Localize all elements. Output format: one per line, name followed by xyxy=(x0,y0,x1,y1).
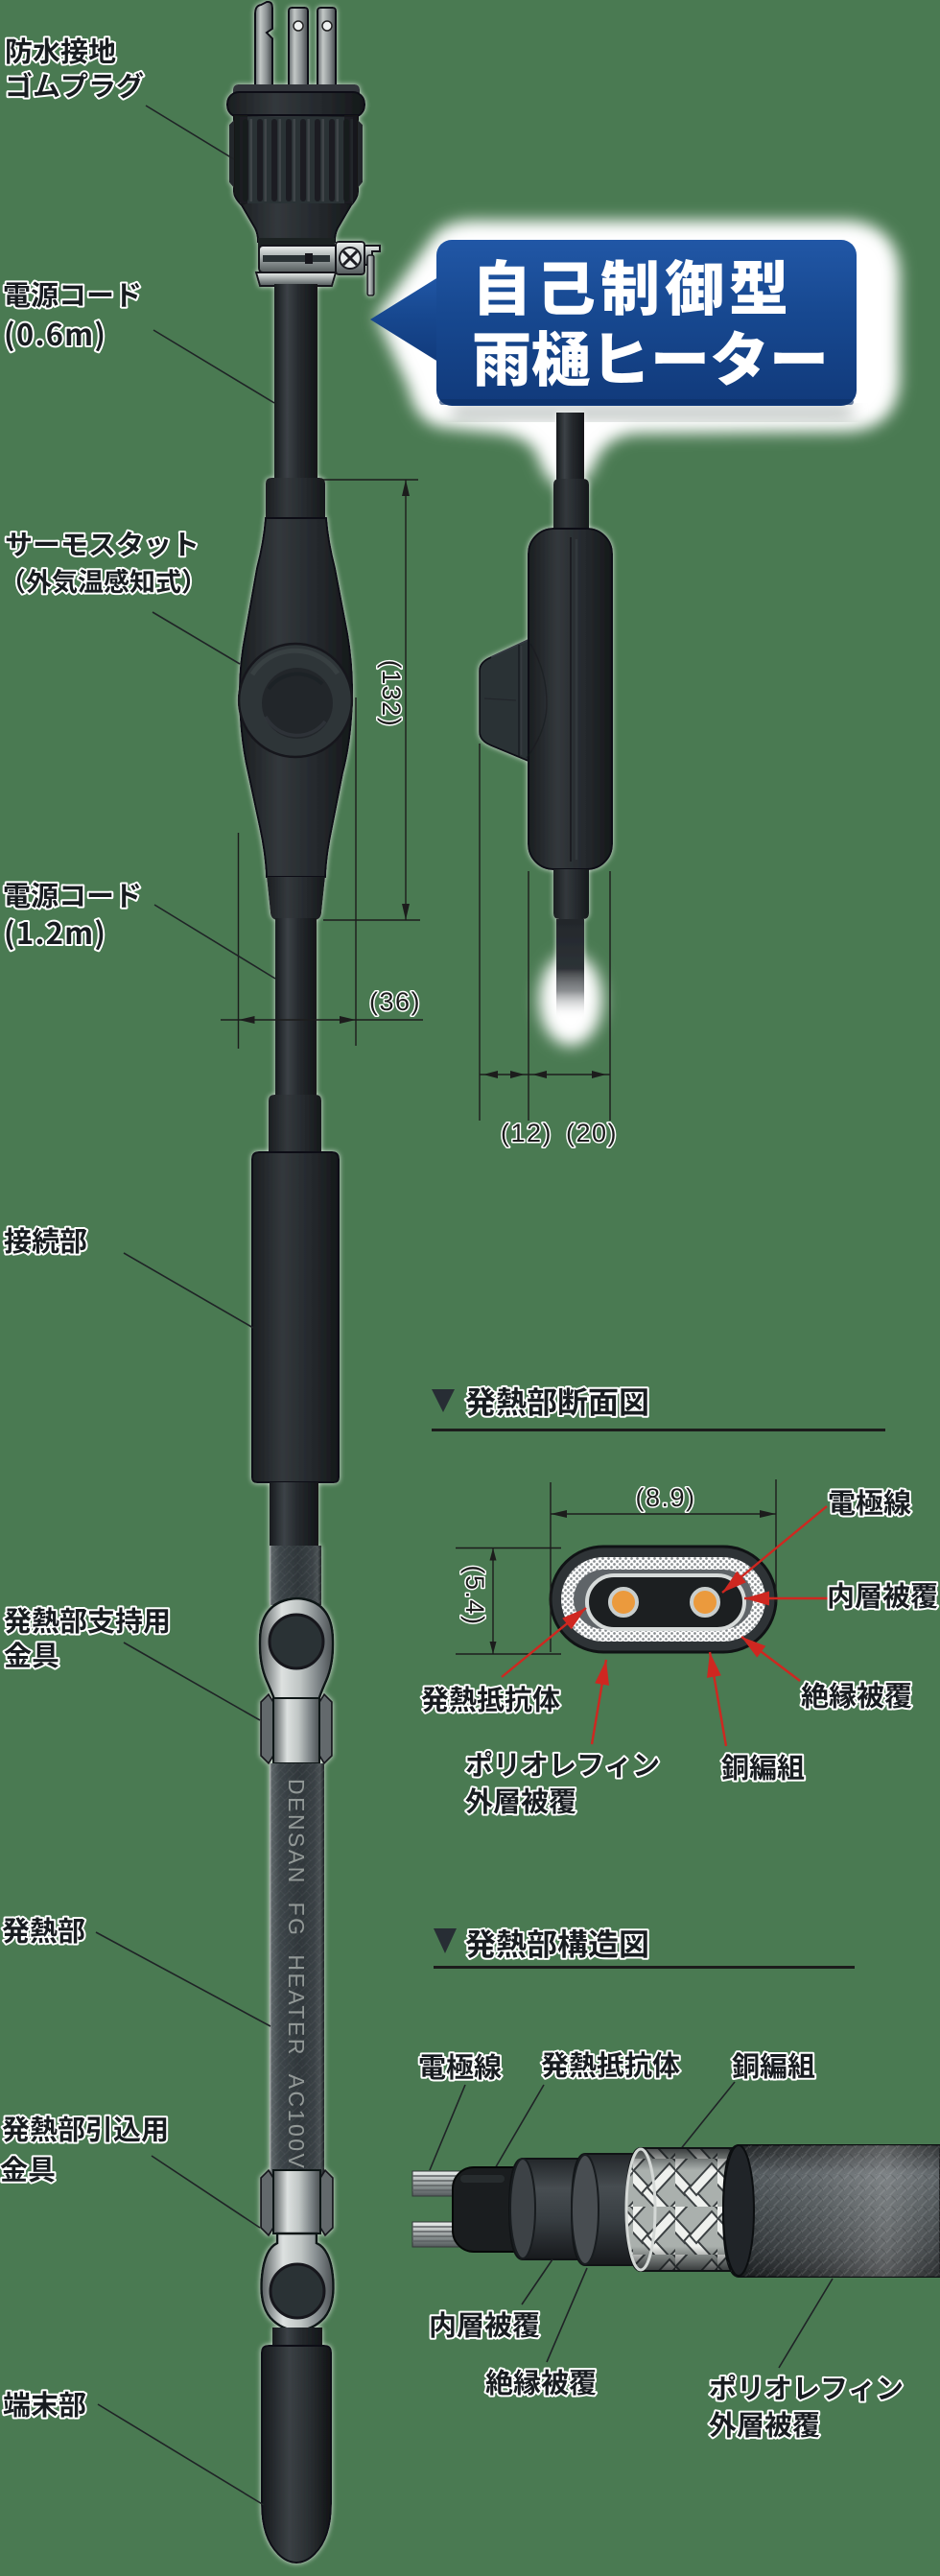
svg-text:(8.9): (8.9) xyxy=(635,1483,695,1512)
svg-text:(132): (132) xyxy=(377,660,406,728)
svg-text:(5.4): (5.4) xyxy=(460,1565,489,1625)
svg-text:DENSAN FG HEATER AC100V: DENSAN FG HEATER AC100V xyxy=(284,1779,309,2170)
svg-text:(12): (12) xyxy=(501,1119,552,1147)
svg-text:(36): (36) xyxy=(369,987,421,1016)
svg-text:(20): (20) xyxy=(566,1119,618,1147)
